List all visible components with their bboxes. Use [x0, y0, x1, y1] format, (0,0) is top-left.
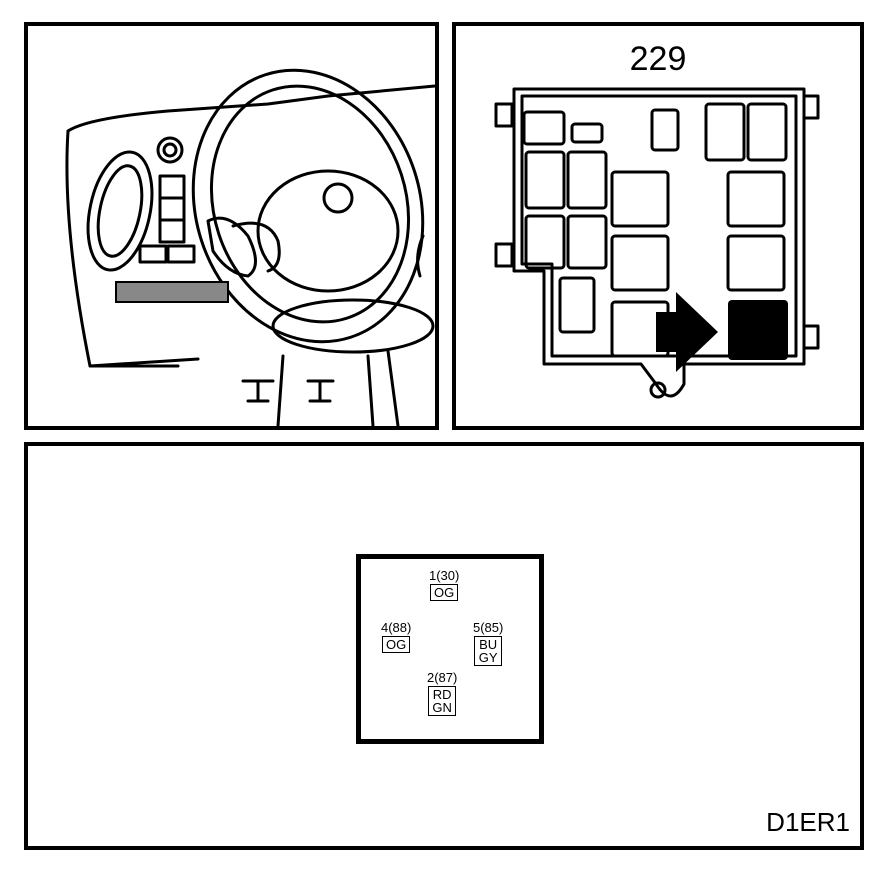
pin-88: 4(88) OG — [381, 621, 411, 653]
pin-85-label: 5(85) — [473, 620, 504, 635]
pin-85: 5(85) BU GY — [473, 621, 503, 666]
pin-87: 2(87) RD GN — [427, 671, 457, 716]
pin-88-label: 4(88) — [381, 620, 412, 635]
fuse-box-diagram — [494, 87, 820, 399]
diagram-code: D1ER1 — [766, 807, 850, 837]
dashboard-location-panel — [24, 22, 439, 430]
pin-85-wire-color: BU GY — [474, 636, 503, 666]
fuse-box-panel: 229 — [452, 22, 864, 430]
pin-30-label: 1(30) — [429, 568, 460, 583]
pin-30-wire-color: OG — [430, 584, 459, 601]
pin-87-wire-color: RD GN — [428, 686, 457, 716]
pin-85-color-2: GY — [478, 650, 498, 665]
dashboard-illustration — [65, 68, 435, 426]
pin-30: 1(30) OG — [429, 569, 459, 601]
pin-87-label: 2(87) — [427, 670, 458, 685]
connector-panel: 1(30) OG 4(88) OG 5(85) BU GY 2(87) RD G… — [24, 442, 864, 850]
pin-87-color-1: RD — [432, 687, 452, 702]
pin-88-wire-color: OG — [382, 636, 411, 653]
pin-87-color-2: GN — [432, 700, 452, 715]
connector-face: 1(30) OG 4(88) OG 5(85) BU GY 2(87) RD G… — [356, 554, 544, 744]
fuse-box-number: 229 — [629, 40, 687, 78]
pin-85-color-1: BU — [479, 637, 498, 652]
